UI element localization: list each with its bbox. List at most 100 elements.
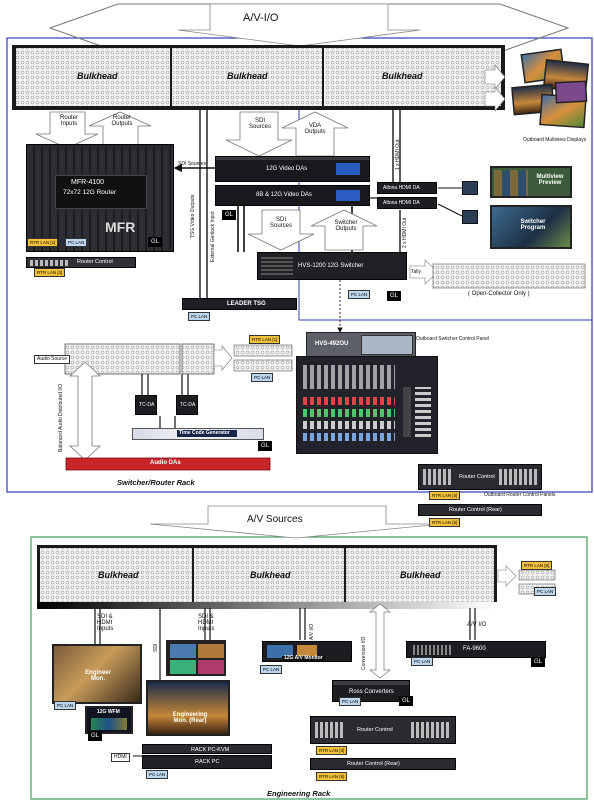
outboard-multiview-displays xyxy=(512,49,588,127)
video-das-8b-label: 8B & 12G Video DAs xyxy=(256,192,312,198)
pc-lan-tag-eng-mon: PC LAN xyxy=(54,701,76,710)
outboard-router-panels-label: Outboard Router Control Panels xyxy=(484,493,555,498)
audio-source-label: Audio Source xyxy=(34,355,70,364)
atlona-hdmi-da-1[interactable]: Atlona HDMI DA xyxy=(377,182,437,194)
gl-tag-wfm: GL xyxy=(88,731,102,741)
eng-router-control-label: Router Control xyxy=(357,727,393,733)
pc-lan-tag-switcher: PC LAN xyxy=(348,290,370,299)
router-outputs-label: Router Outputs xyxy=(107,115,137,127)
eng-router-control[interactable]: Router Control xyxy=(310,716,456,744)
audio-das-label: Audio DAs xyxy=(150,460,181,466)
control-panel-display: HVS-492OU xyxy=(306,332,416,358)
eng-router-control-rear[interactable]: Router Control (Rear) xyxy=(310,758,456,770)
router-logo: MFR xyxy=(105,219,135,235)
hdmi-converter-2 xyxy=(462,210,478,224)
rtr-lan-1-tag: RTR LAN [1] xyxy=(27,238,58,247)
outboard-multiview-label: Outboard Multiview Displays xyxy=(523,138,586,143)
outboard-router-control[interactable]: Router Control xyxy=(418,464,542,490)
gl-tag-ross: GL xyxy=(399,696,413,706)
tc-da-1[interactable]: TC-DA xyxy=(135,395,157,415)
switcher-router-rack-caption: Switcher/Router Rack xyxy=(117,479,195,487)
tc-da-2[interactable]: TC-DA xyxy=(176,395,198,415)
tc-da-1-label: TC-DA xyxy=(139,402,154,408)
hvs-1200-switcher[interactable]: HVS-1200 12G Switcher xyxy=(257,252,407,280)
conversion-io-label: Conversion I/O xyxy=(362,637,367,670)
sdi-sources-side-label: SDI Sources xyxy=(178,162,206,167)
fa-9600[interactable]: FA-9600 xyxy=(406,641,546,658)
audio-out-panel-1 xyxy=(234,345,292,356)
av-io-title: A/V-I/O xyxy=(243,13,278,24)
bottom-bulkhead-fade xyxy=(37,602,497,609)
switcher-label: HVS-1200 12G Switcher xyxy=(298,263,363,269)
outboard-router-control-label: Router Control xyxy=(459,474,495,480)
pc-lan-tag-tsg: PC LAN xyxy=(188,312,210,321)
eng-mon-rear-label: Engineering Mon. (Rear) xyxy=(172,712,208,724)
hdmi-out-2-label: 2 x HDMI Out xyxy=(403,218,408,248)
rtr-lan-6-tag: RTR LAN [6] xyxy=(521,561,552,570)
pc-lan-tag: PC LAN xyxy=(65,238,87,247)
multiview-preview-monitor: Multiview Preview xyxy=(490,166,572,198)
router-model: MFR-4100 xyxy=(71,179,104,186)
audio-io-panel-right xyxy=(182,344,214,374)
sdi-hdmi-inputs-1-label: SDI & HDMI Inputs xyxy=(97,614,117,632)
rtr-lan-4-tag: RTR LAN [4] xyxy=(429,491,460,500)
gl-tag: GL xyxy=(148,237,162,247)
engineer-monitor: Engineer Mon. xyxy=(52,644,142,704)
tsg-video-outputs-label: TSG Video Outputs xyxy=(191,195,196,238)
av-sources-title: A/V Sources xyxy=(247,515,303,525)
panel-model-label: HVS-492OU xyxy=(315,341,348,347)
atlona-hdmi-da-2[interactable]: Atlona HDMI DA xyxy=(377,197,437,209)
switcher-program-label: Switcher Program xyxy=(516,219,550,231)
conversion-io-arrow xyxy=(370,604,390,678)
gl-tag-fa: GL xyxy=(531,657,545,667)
mfr-4100-router[interactable]: MFR-4100 72x72 12G Router MFR xyxy=(26,144,174,252)
engineer-mon-label: Engineer Mon. xyxy=(84,670,112,682)
lan-switch-1 xyxy=(519,570,555,580)
sdi-sources-mid-label: SDI Sources xyxy=(266,217,296,229)
tally-label: Tally xyxy=(411,270,421,275)
vda-outputs-label: VDA Outputs xyxy=(299,123,331,135)
bulkhead-to-lan-arrow xyxy=(498,566,516,586)
multiview-preview-label: Multiview Preview xyxy=(530,174,570,186)
gl-tag-tc: GL xyxy=(258,441,272,451)
ross-label: Ross Converters xyxy=(349,689,394,695)
pc-lan-tag-av-mon: PC LAN xyxy=(260,665,282,674)
hdmi-out-1-label: 1 x HDMI Out xyxy=(396,140,401,170)
rack-pc-label: RACK PC xyxy=(195,759,219,765)
top-bulkhead-2-label: Bulkhead xyxy=(227,72,268,81)
av-io-arrow-down xyxy=(178,4,420,46)
leader-tsg[interactable]: LEADER TSG xyxy=(182,298,297,310)
sdi-label: SDI xyxy=(154,644,159,652)
audio-out-panel-2 xyxy=(234,360,292,371)
rtr-lan-6-bottom-tag: RTR LAN [6] xyxy=(316,772,347,781)
engineering-rack-caption: Engineering Rack xyxy=(267,790,330,798)
tally-panel xyxy=(433,264,585,288)
router-control-label: Router Control xyxy=(77,259,113,265)
hdmi-converter-1 xyxy=(462,181,478,195)
rtr-lan-audio-tag: RTR LAN [1] xyxy=(249,335,280,344)
eng-router-control-rear-label: Router Control (Rear) xyxy=(347,761,400,767)
rack-pc-kvm[interactable]: RACK PC-KVM xyxy=(142,744,272,754)
rack-pc[interactable]: RACK PC xyxy=(142,755,272,769)
av-monitor-label: 12G A/V Monitor xyxy=(282,656,325,661)
video-das-12g[interactable]: 12G Video DAs xyxy=(215,156,370,182)
router-inputs-label: Router Inputs xyxy=(55,115,83,127)
pc-lan-tag-fa: PC LAN xyxy=(411,657,433,666)
pc-lan-tag-bottom-switch: PC LAN xyxy=(534,587,556,596)
tsg-label: LEADER TSG xyxy=(227,301,266,307)
open-collector-label: ( Open-Collector Only ) xyxy=(468,291,530,297)
gl-tag-switcher: GL xyxy=(387,291,401,301)
wfm-label: 12G WFM xyxy=(97,710,120,715)
balanced-audio-label: Balanced Audio Distributed I/O xyxy=(59,384,64,452)
outboard-switcher-control-panel[interactable] xyxy=(296,356,438,454)
time-code-generator[interactable]: Time Code Generator xyxy=(132,428,264,440)
outboard-router-control-rear[interactable]: Router Control (Rear) xyxy=(418,504,542,516)
video-das-8b[interactable]: 8B & 12G Video DAs xyxy=(215,185,370,206)
router-control-unit[interactable]: Router Control xyxy=(26,257,136,268)
pc-lan-tag-rack-pc: PC LAN xyxy=(146,770,168,779)
fa9600-label: FA-9600 xyxy=(463,646,486,652)
rtr-lan-2-tag: RTR LAN [2] xyxy=(34,268,65,277)
timecode-gen-label: Time Code Generator xyxy=(179,431,230,436)
video-das-12g-label: 12G Video DAs xyxy=(266,166,307,172)
tc-da-2-label: TC-DA xyxy=(180,402,195,408)
